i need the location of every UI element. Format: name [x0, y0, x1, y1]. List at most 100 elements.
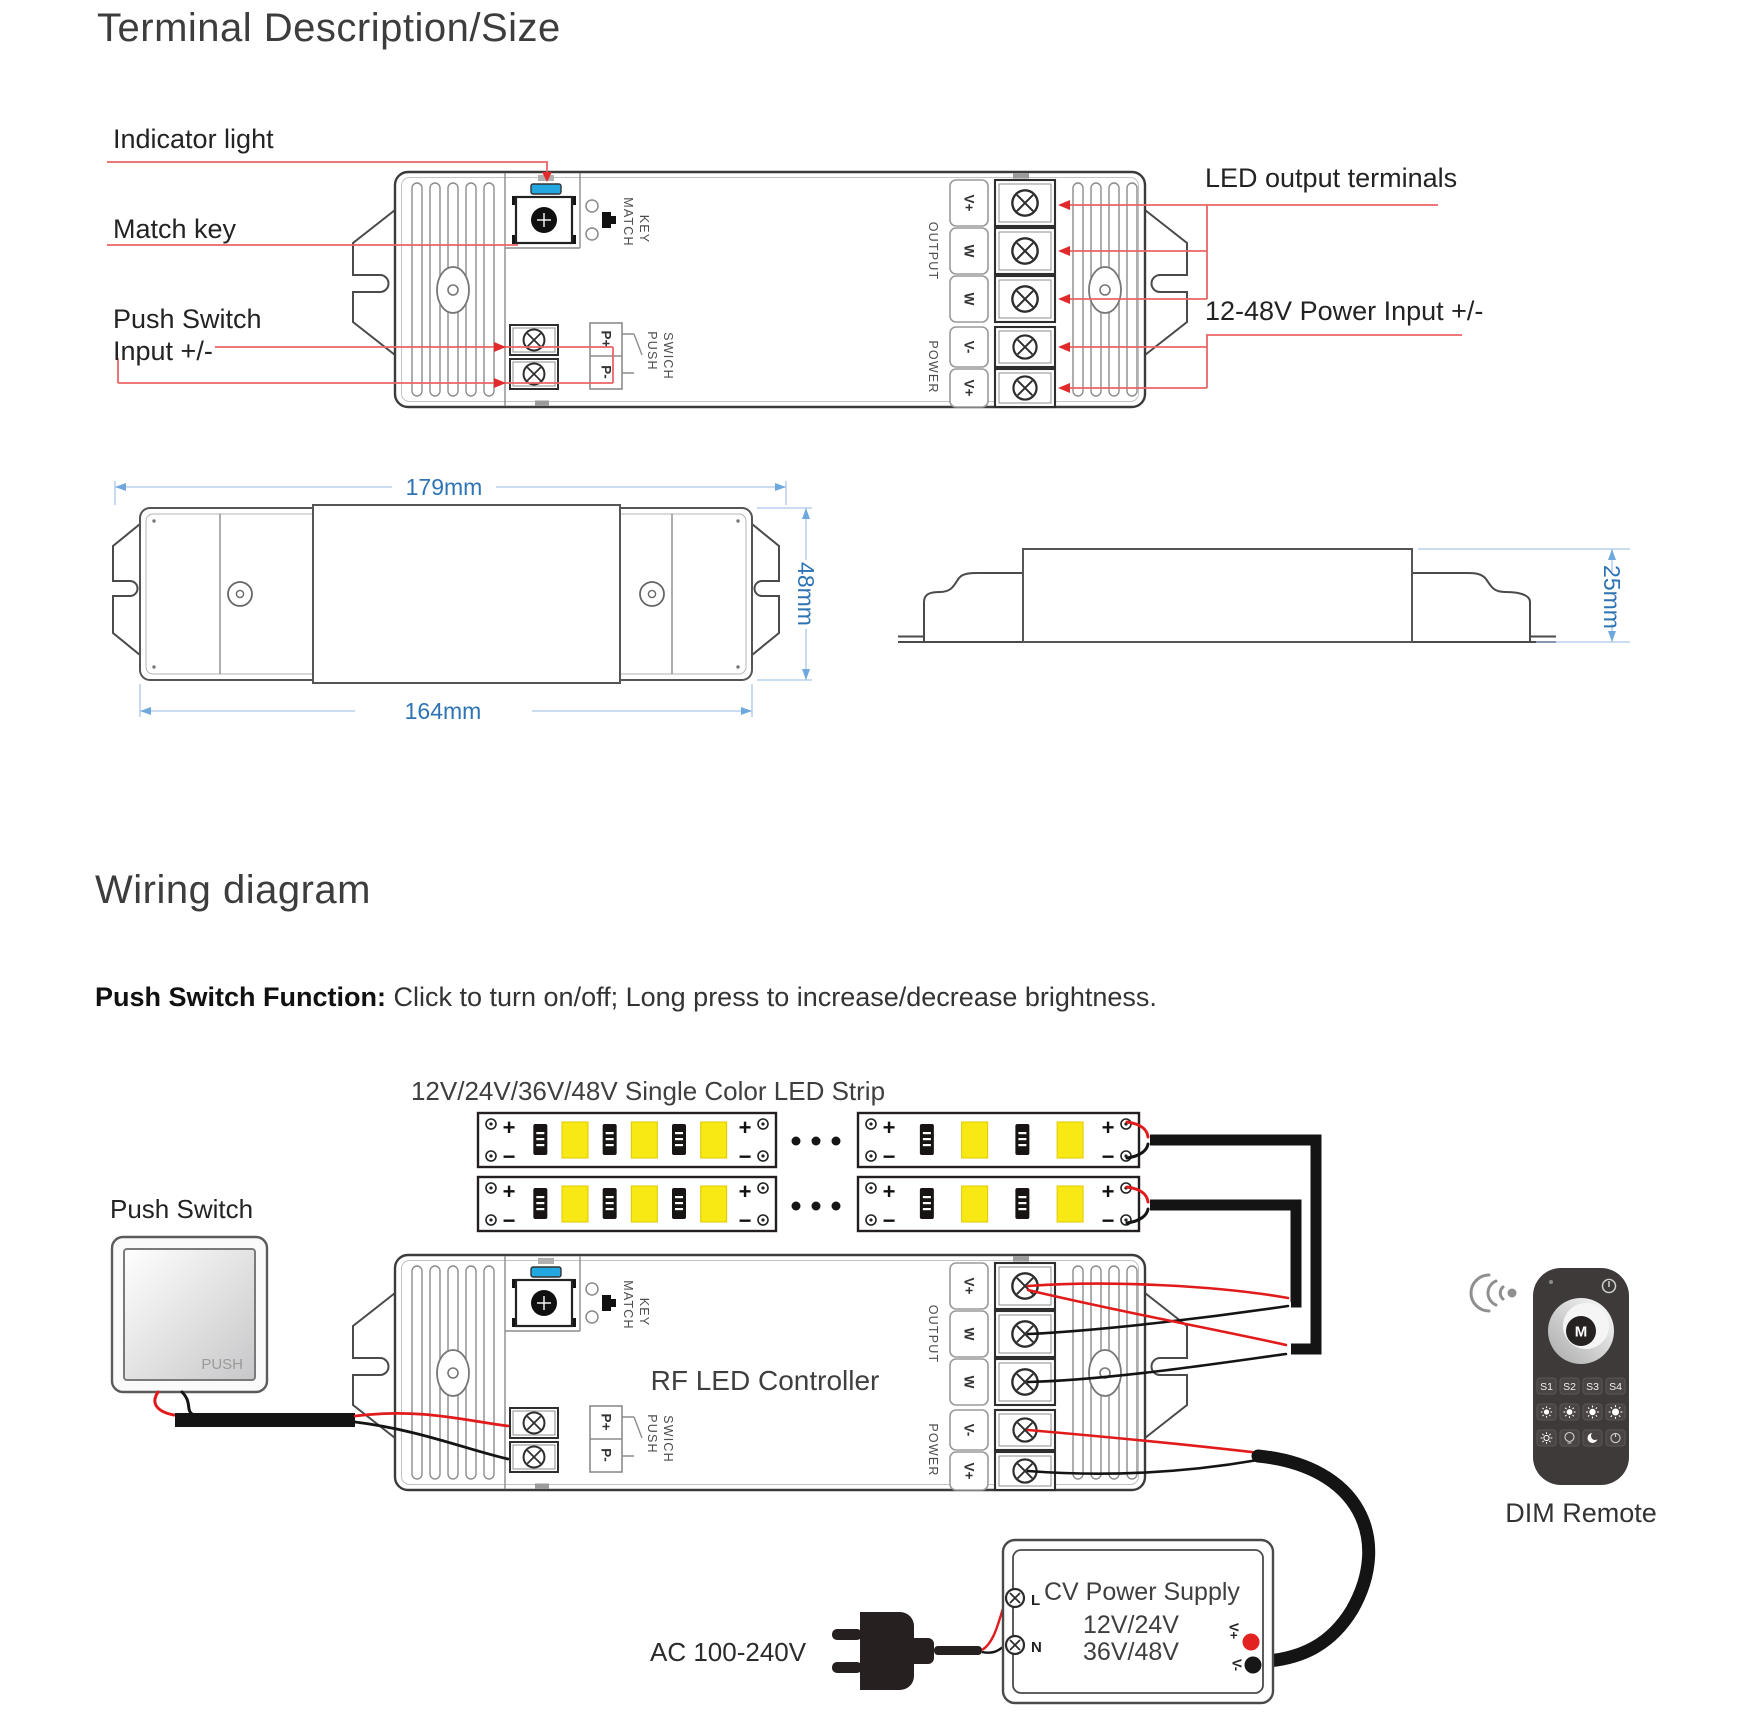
solder-pad [865, 1150, 877, 1162]
psu-n-label: N [1031, 1639, 1042, 1656]
arrow-down-icon [542, 172, 552, 182]
polarity-symbol: + [883, 1115, 896, 1140]
solder-pad [485, 1182, 497, 1194]
dimension-25mm: 25mm [1418, 548, 1630, 643]
controller-label: RF LED Controller [651, 1365, 880, 1396]
strip-continuation-dots [791, 1136, 841, 1211]
polarity-symbol: − [1102, 1144, 1115, 1169]
device-top-view [353, 172, 1187, 407]
arrow-right-icon [494, 342, 506, 352]
wires [153, 1120, 1376, 1668]
polarity-symbol: + [1102, 1115, 1115, 1140]
brightness-icon [1536, 1429, 1557, 1447]
solder-pad [865, 1118, 877, 1130]
led-strips: +−+−+−+−+−+−+−+− [476, 1111, 1141, 1233]
label-power-input: 12-48V Power Input +/- [1205, 296, 1484, 326]
label-indicator-light: Indicator light [113, 124, 274, 154]
arrow-left-icon [1058, 383, 1070, 393]
label-push-switch: Push Switch [110, 1194, 254, 1224]
remote-m-label: M [1575, 1324, 1588, 1341]
remote-key-label: S2 [1563, 1381, 1576, 1393]
polarity-symbol: − [503, 1144, 516, 1169]
solder-pad [485, 1150, 497, 1162]
psu-vminus-label: V- [1230, 1659, 1245, 1671]
led-chip [561, 1121, 589, 1159]
remote-dial: M [1548, 1298, 1614, 1364]
polarity-symbol: + [739, 1115, 752, 1140]
solder-pad [485, 1214, 497, 1226]
psu-voltage-2: 36V/48V [1083, 1638, 1179, 1666]
timer-icon-glyph [1610, 1432, 1621, 1444]
push-switch: PUSH [110, 1235, 269, 1394]
psu-vplus-label: V+ [1227, 1623, 1242, 1640]
polarity-symbol: − [1102, 1208, 1115, 1233]
polarity-symbol: − [883, 1208, 896, 1233]
annotation-leaders [107, 161, 1462, 393]
psu-voltage-1: 12V/24V [1083, 1611, 1179, 1639]
led-chip [1056, 1185, 1084, 1223]
led-chip [630, 1121, 658, 1159]
polarity-symbol: + [739, 1179, 752, 1204]
remote-m-button [1566, 1316, 1596, 1346]
led-chip [700, 1185, 728, 1223]
arrow-left-icon [1058, 200, 1070, 210]
side-view-drawing [898, 548, 1556, 643]
sun-icon [1540, 1406, 1553, 1418]
push-button-text: PUSH [201, 1356, 243, 1373]
section-title-wiring: Wiring diagram [95, 868, 371, 912]
timer-icon [1605, 1429, 1626, 1447]
function-note-bold: Push Switch Function: [95, 982, 386, 1012]
polarity-symbol: + [1102, 1179, 1115, 1204]
arrow-left-icon [1058, 342, 1070, 352]
resistor [602, 1188, 617, 1219]
psu-vminus-terminal [1244, 1656, 1262, 1674]
solder-pad [1120, 1150, 1132, 1162]
polarity-symbol: − [503, 1208, 516, 1233]
sun-icon [1586, 1405, 1599, 1419]
resistor [1015, 1124, 1030, 1155]
dim-width-bottom: 164mm [405, 698, 482, 724]
remote-key-s3 [1582, 1377, 1603, 1395]
function-note-rest: Click to turn on/off; Long press to incr… [386, 982, 1157, 1012]
remote-key-label: S1 [1540, 1381, 1553, 1393]
solder-pad [1120, 1118, 1132, 1130]
solder-pad [757, 1182, 769, 1194]
led-strip [856, 1175, 1141, 1233]
polarity-symbol: − [883, 1144, 896, 1169]
remote-power-button [1601, 1278, 1617, 1294]
led-chip [1056, 1121, 1084, 1159]
remote-label: DIM Remote [1505, 1498, 1657, 1528]
led-chip [961, 1121, 989, 1159]
resistor [672, 1124, 686, 1155]
led-chip [561, 1185, 589, 1223]
front-view-drawing [112, 504, 780, 684]
dim-depth: 25mm [1599, 565, 1625, 629]
polarity-symbol: + [503, 1115, 516, 1140]
bulb-icon [1559, 1429, 1580, 1447]
led-strip [476, 1111, 778, 1169]
brightness-icon-glyph [1540, 1432, 1553, 1444]
resistor [1015, 1188, 1030, 1219]
label-match-key: Match key [113, 214, 237, 244]
ac-label: AC 100-240V [650, 1637, 807, 1667]
dimension-179mm: 179mm [114, 474, 787, 505]
solder-pad [485, 1118, 497, 1130]
ac-plug-icon [832, 1612, 982, 1690]
led-chip [961, 1185, 989, 1223]
resistor [602, 1124, 617, 1155]
sun-icon [1608, 1405, 1623, 1419]
cv-power-supply: L N CV Power Supply 12V/24V 36V/48V V+ V… [1001, 1538, 1275, 1705]
mount-hole-left [227, 581, 253, 607]
led-chip [700, 1121, 728, 1159]
dim-remote: M S1 S2 S3 S4 [1533, 1268, 1629, 1485]
psu-title: CV Power Supply [1044, 1578, 1240, 1606]
remote-key-label: S3 [1586, 1381, 1599, 1393]
led-strip [856, 1111, 1141, 1169]
label-push-switch-input-1: Push Switch [113, 304, 262, 334]
psu-vplus-terminal [1242, 1633, 1260, 1651]
solder-pad [757, 1214, 769, 1226]
bulb-icon-glyph [1564, 1431, 1575, 1444]
led-chip [630, 1185, 658, 1223]
remote-key-label: S4 [1609, 1381, 1622, 1393]
